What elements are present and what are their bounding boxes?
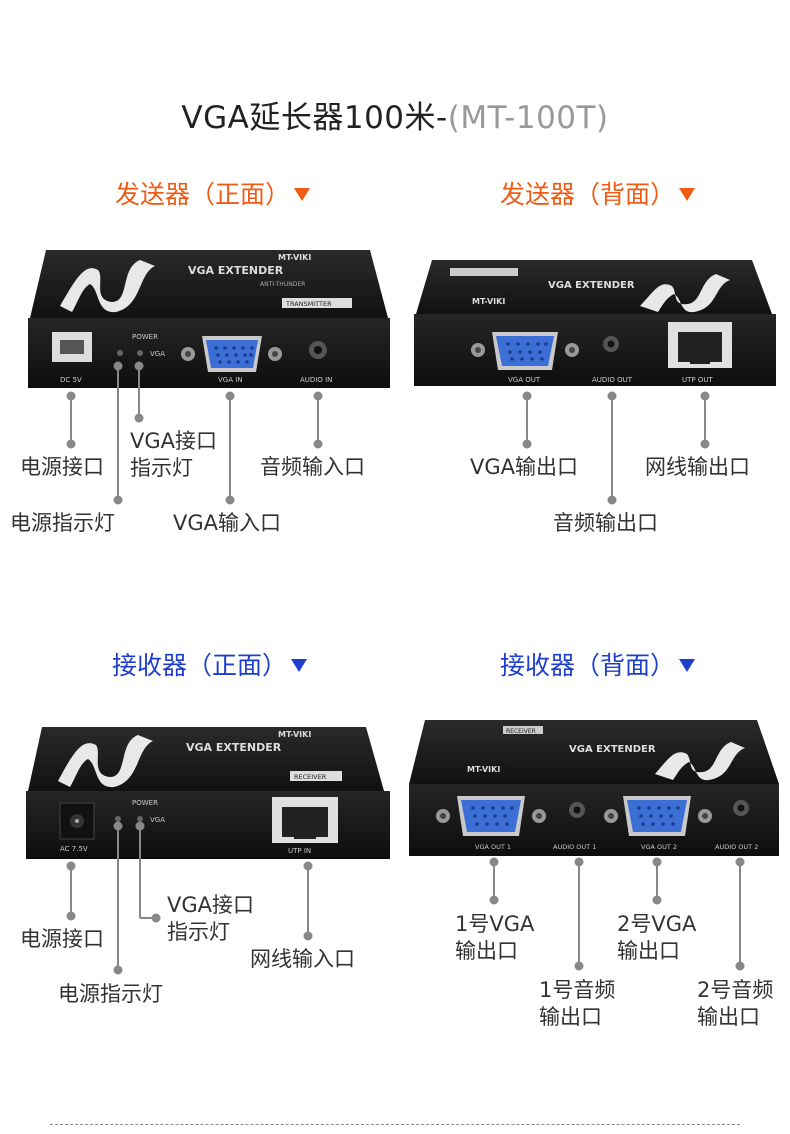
- label-audio-in: 音频输入口: [260, 455, 365, 479]
- svg-text:UTP OUT: UTP OUT: [682, 376, 713, 384]
- label-vga-in: VGA输入口: [173, 511, 282, 535]
- svg-text:VGA OUT: VGA OUT: [508, 376, 541, 384]
- svg-text:ANTI-THUNDER: ANTI-THUNDER: [260, 281, 305, 288]
- svg-text:RECEIVER: RECEIVER: [294, 773, 327, 781]
- label-vga-out: VGA输出口: [470, 455, 579, 479]
- down-triangle-icon: [294, 187, 311, 201]
- svg-text:VGA EXTENDER: VGA EXTENDER: [548, 280, 635, 291]
- device-product-label: VGA EXTENDER: [188, 264, 284, 277]
- heading-transmitter-front: 发送器（正面）: [115, 175, 311, 211]
- label-net-in: 网线输入口: [250, 947, 355, 971]
- down-triangle-icon: [679, 658, 696, 672]
- svg-text:POWER: POWER: [132, 799, 158, 807]
- label-audio-out: 音频输出口: [553, 511, 658, 535]
- svg-text:VGA EXTENDER: VGA EXTENDER: [569, 744, 656, 755]
- receiver-front-image: VGA EXTENDER MT-VIKI RECEIVER AC 7.5V PO…: [26, 727, 390, 859]
- transmitter-front-image: VGA EXTENDER ANTI-THUNDER MT-VIKI TRANSM…: [28, 250, 390, 388]
- svg-text:AC 7.5V: AC 7.5V: [60, 845, 88, 853]
- power-led-icon: [117, 350, 123, 356]
- svg-text:MT-VIKI: MT-VIKI: [467, 765, 500, 774]
- model-number: MT-100T: [460, 100, 596, 136]
- heading-receiver-back: 接收器（背面）: [500, 646, 696, 682]
- label-net-out: 网线输出口: [645, 455, 750, 479]
- svg-text:VGA EXTENDER: VGA EXTENDER: [186, 741, 282, 754]
- svg-text:AUDIO OUT 2: AUDIO OUT 2: [715, 843, 758, 851]
- svg-text:RECEIVER: RECEIVER: [506, 728, 536, 735]
- label-rx-vga-led: VGA接口指示灯: [167, 893, 255, 944]
- svg-text:MT-VIKI: MT-VIKI: [278, 730, 311, 739]
- transmitter-back-image: VGA EXTENDER MT-VIKI VGA OUT AUDIO OUT U…: [414, 260, 776, 386]
- vga-led-icon: [137, 350, 143, 356]
- label-power-led: 电源指示灯: [10, 511, 115, 535]
- bottom-divider: [50, 1124, 740, 1125]
- svg-text:VGA IN: VGA IN: [218, 376, 243, 384]
- svg-text:POWER: POWER: [132, 333, 158, 341]
- receiver-back-image: VGA EXTENDER MT-VIKI RECEIVER VGA OUT 1 …: [409, 720, 779, 856]
- svg-text:AUDIO IN: AUDIO IN: [300, 376, 332, 384]
- label-vga-led: VGA接口指示灯: [130, 429, 218, 480]
- svg-text:MT-VIKI: MT-VIKI: [472, 297, 505, 306]
- label-power-port: 电源接口: [20, 455, 104, 479]
- svg-text:TRANSMITTER: TRANSMITTER: [285, 300, 332, 308]
- svg-text:VGA: VGA: [150, 350, 165, 358]
- svg-text:AUDIO OUT: AUDIO OUT: [592, 376, 633, 384]
- device-brand: MT-VIKI: [278, 253, 311, 262]
- label-rx-power-port: 电源接口: [20, 927, 104, 951]
- down-triangle-icon: [291, 658, 308, 672]
- svg-text:UTP IN: UTP IN: [288, 847, 311, 855]
- label-audio1-out: 1号音频输出口: [539, 978, 616, 1029]
- heading-transmitter-back: 发送器（背面）: [500, 175, 696, 211]
- svg-text:VGA OUT 2: VGA OUT 2: [641, 843, 677, 851]
- label-rx-power-led: 电源指示灯: [58, 982, 163, 1006]
- label-audio2-out: 2号音频输出口: [697, 978, 774, 1029]
- down-triangle-icon: [679, 187, 696, 201]
- svg-text:VGA: VGA: [150, 816, 165, 824]
- heading-receiver-front: 接收器（正面）: [112, 646, 308, 682]
- svg-text:VGA OUT 1: VGA OUT 1: [475, 843, 511, 851]
- svg-text:AUDIO OUT 1: AUDIO OUT 1: [553, 843, 596, 851]
- page-title: VGA延长器100米-(MT-100T): [181, 100, 609, 136]
- svg-text:DC 5V: DC 5V: [60, 376, 82, 384]
